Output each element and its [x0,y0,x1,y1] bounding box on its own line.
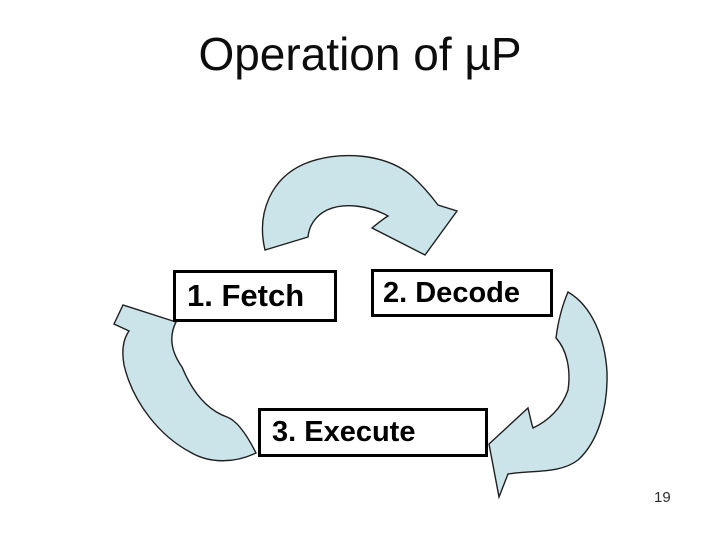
step-box-fetch: 1. Fetch [173,270,337,322]
step-label-fetch: 1. Fetch [187,278,305,313]
curved-arrow-left-icon [113,304,257,462]
page-number: 19 [654,489,671,506]
step-box-decode: 2. Decode [371,269,553,317]
step-box-execute: 3. Execute [258,408,488,457]
curved-arrow-right-icon [488,290,608,500]
step-label-execute: 3. Execute [272,416,416,448]
slide-title: Operation of µP [198,28,522,80]
step-label-decode: 2. Decode [383,276,520,309]
curved-arrow-top-icon [261,154,459,256]
